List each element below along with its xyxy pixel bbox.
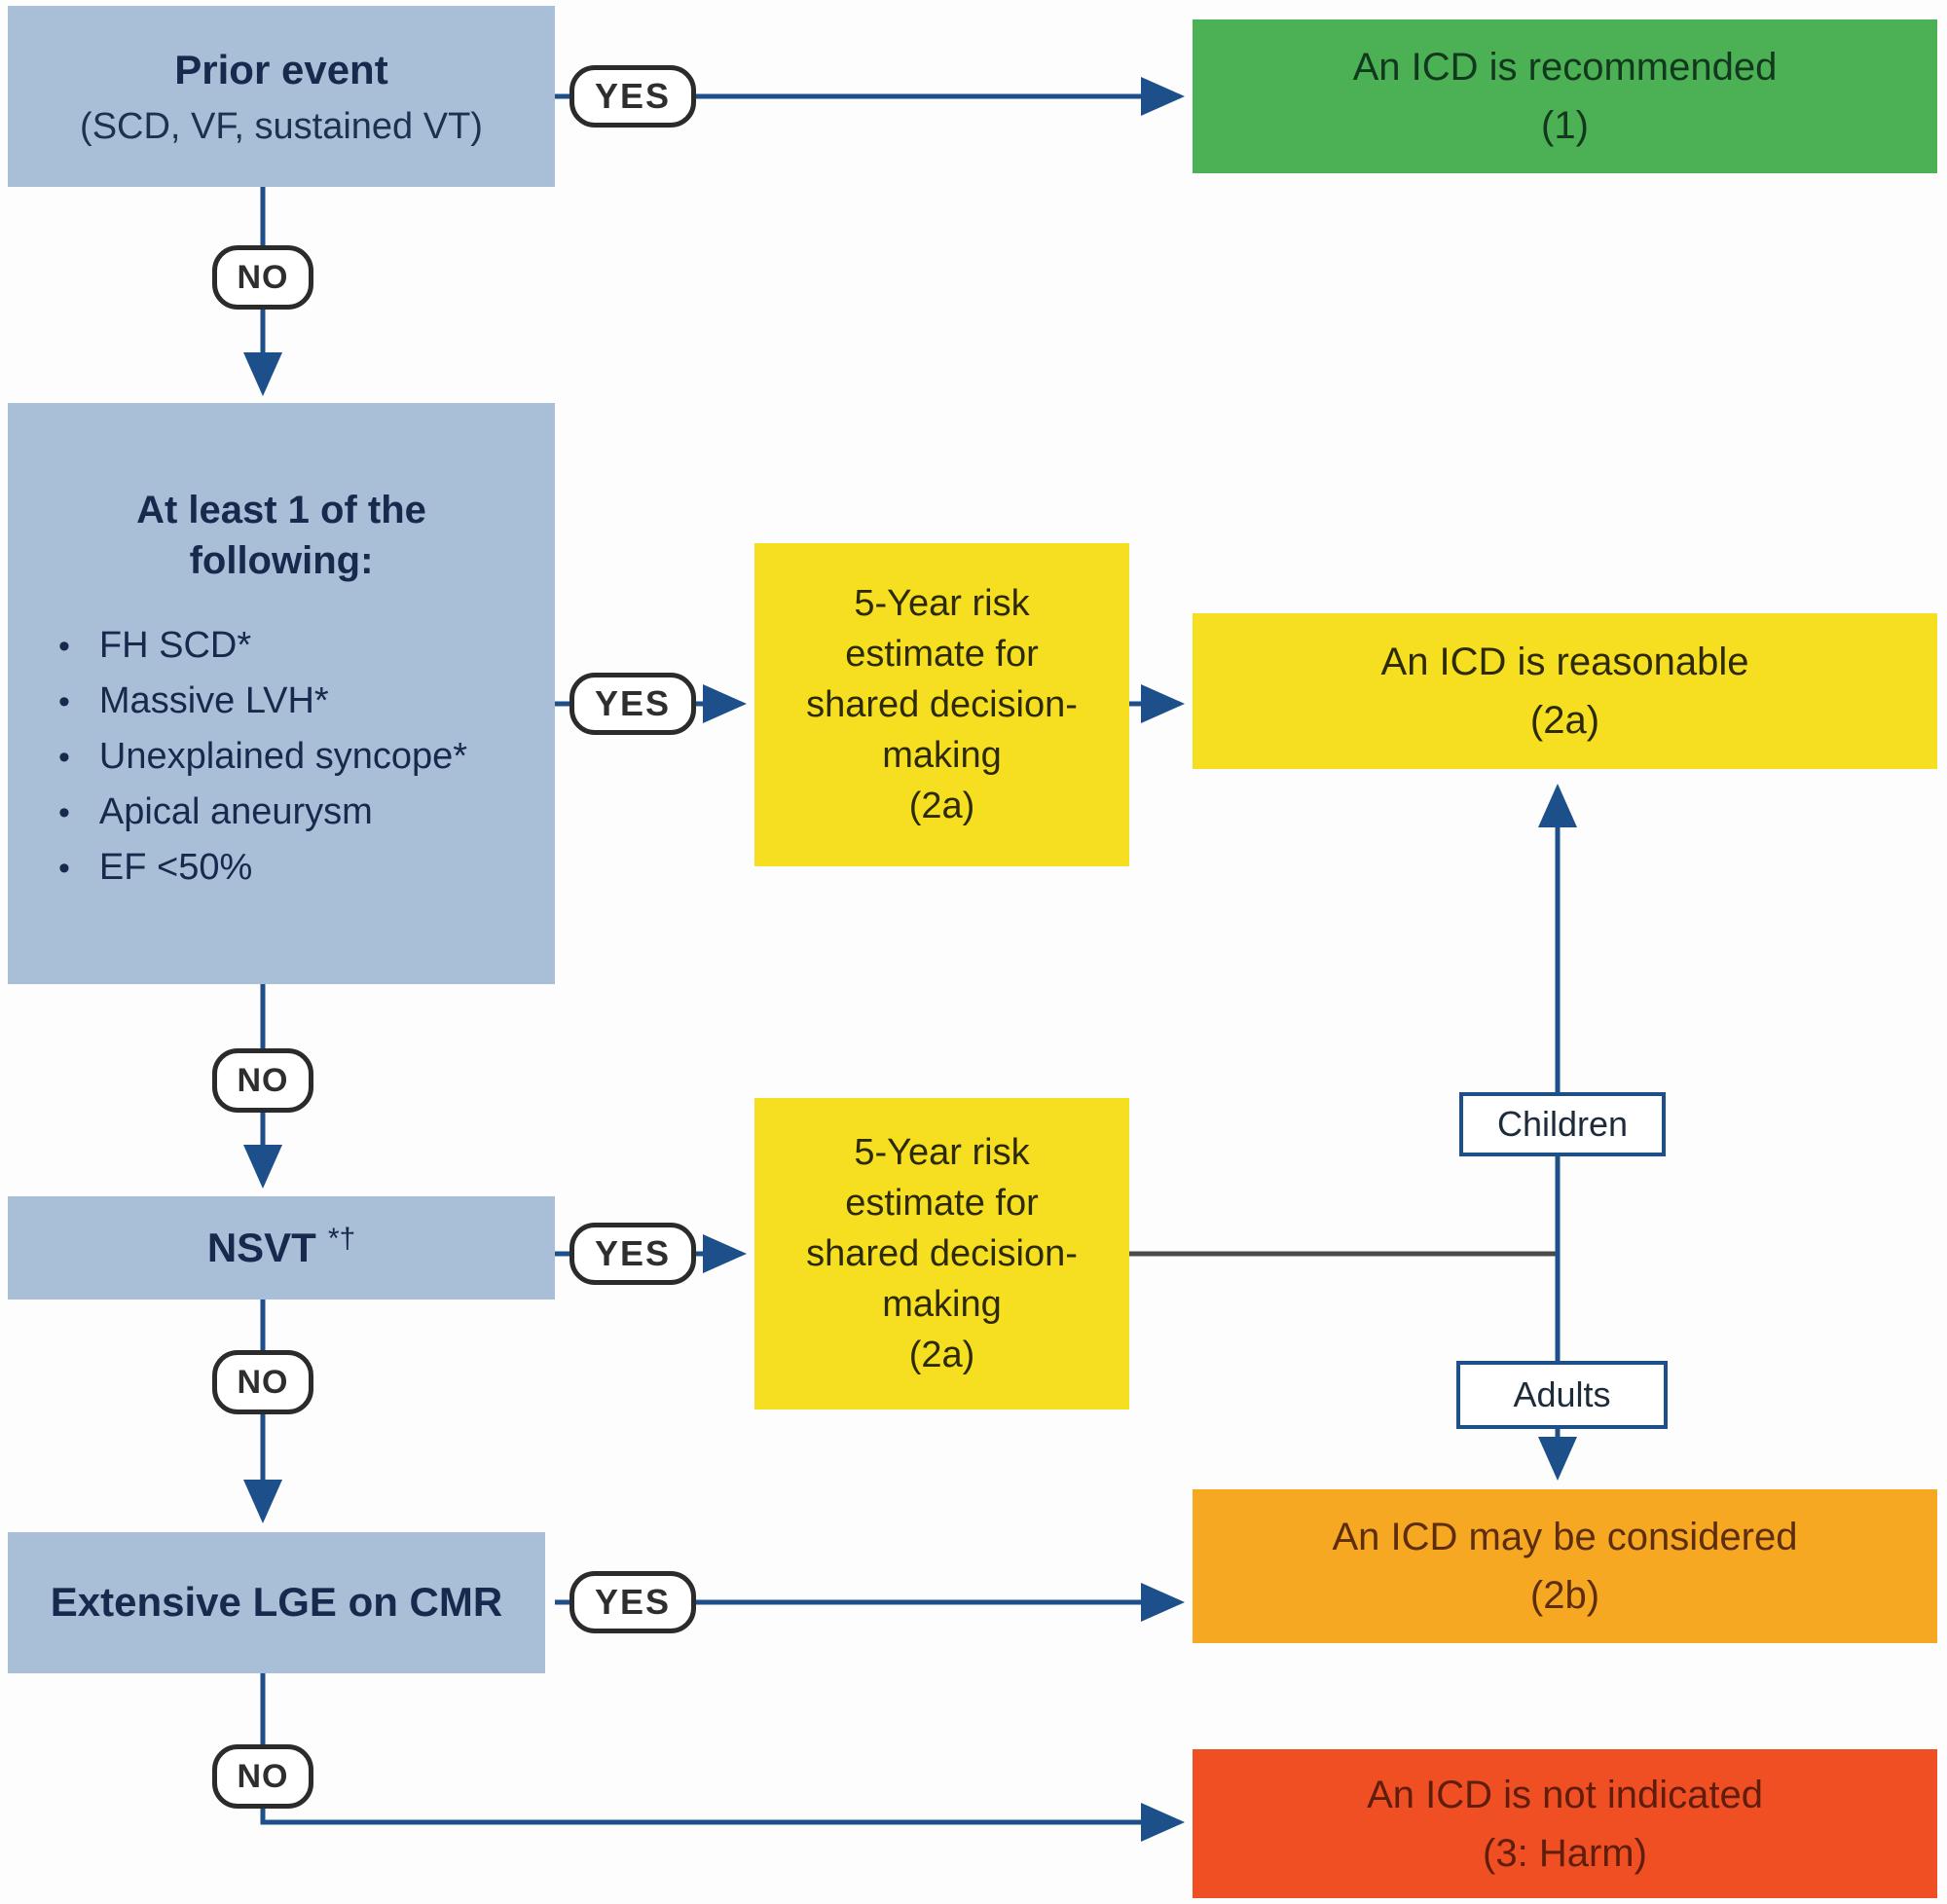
yes-label-nsvt: YES	[569, 1223, 696, 1285]
adults-branch-label: Adults	[1456, 1361, 1668, 1429]
no-label-nsvt: NO	[212, 1350, 313, 1414]
node-icd-not-indicated: An ICD is not indicated (3: Harm)	[1193, 1749, 1937, 1898]
criteria-bullet: Apical aneurysm	[58, 791, 467, 833]
yes-label-criteria: YES	[569, 673, 696, 735]
yes-label-lge: YES	[569, 1571, 696, 1633]
no-label-lge: NO	[212, 1744, 313, 1809]
arrow-lge-no	[260, 1673, 1185, 1842]
criteria-bullet: FH SCD*	[58, 625, 467, 667]
no-label-prior: NO	[212, 245, 313, 310]
node-icd-recommended: An ICD is recommended (1)	[1193, 19, 1937, 173]
node-risk-estimate-lower: 5-Year risk estimate for shared decision…	[754, 1098, 1129, 1410]
criteria-bullet-list: FH SCD* Massive LVH* Unexplained syncope…	[8, 611, 467, 902]
nsvt-title: NSVT*†	[206, 1222, 356, 1270]
no-label-criteria: NO	[212, 1048, 313, 1113]
prior-event-title: Prior event	[174, 47, 388, 93]
node-prior-event: Prior event (SCD, VF, sustained VT)	[8, 6, 555, 187]
node-risk-criteria: At least 1 of the following: FH SCD* Mas…	[8, 403, 555, 984]
node-icd-may-be-considered: An ICD may be considered (2b)	[1193, 1489, 1937, 1643]
criteria-bullet: Unexplained syncope*	[58, 736, 467, 778]
criteria-bullet: EF <50%	[58, 847, 467, 889]
node-icd-reasonable: An ICD is reasonable (2a)	[1193, 613, 1937, 769]
node-nsvt: NSVT*†	[8, 1196, 555, 1300]
node-risk-estimate-upper: 5-Year risk estimate for shared decision…	[754, 543, 1129, 866]
criteria-bullet: Massive LVH*	[58, 680, 467, 722]
nsvt-footnote-marker: *†	[327, 1222, 356, 1255]
lge-title: Extensive LGE on CMR	[50, 1579, 503, 1626]
children-branch-label: Children	[1459, 1092, 1666, 1156]
criteria-title: At least 1 of the following:	[136, 489, 426, 582]
prior-event-subtitle: (SCD, VF, sustained VT)	[80, 105, 483, 147]
node-lge-cmr: Extensive LGE on CMR	[8, 1532, 545, 1673]
yes-label-prior: YES	[569, 65, 696, 128]
